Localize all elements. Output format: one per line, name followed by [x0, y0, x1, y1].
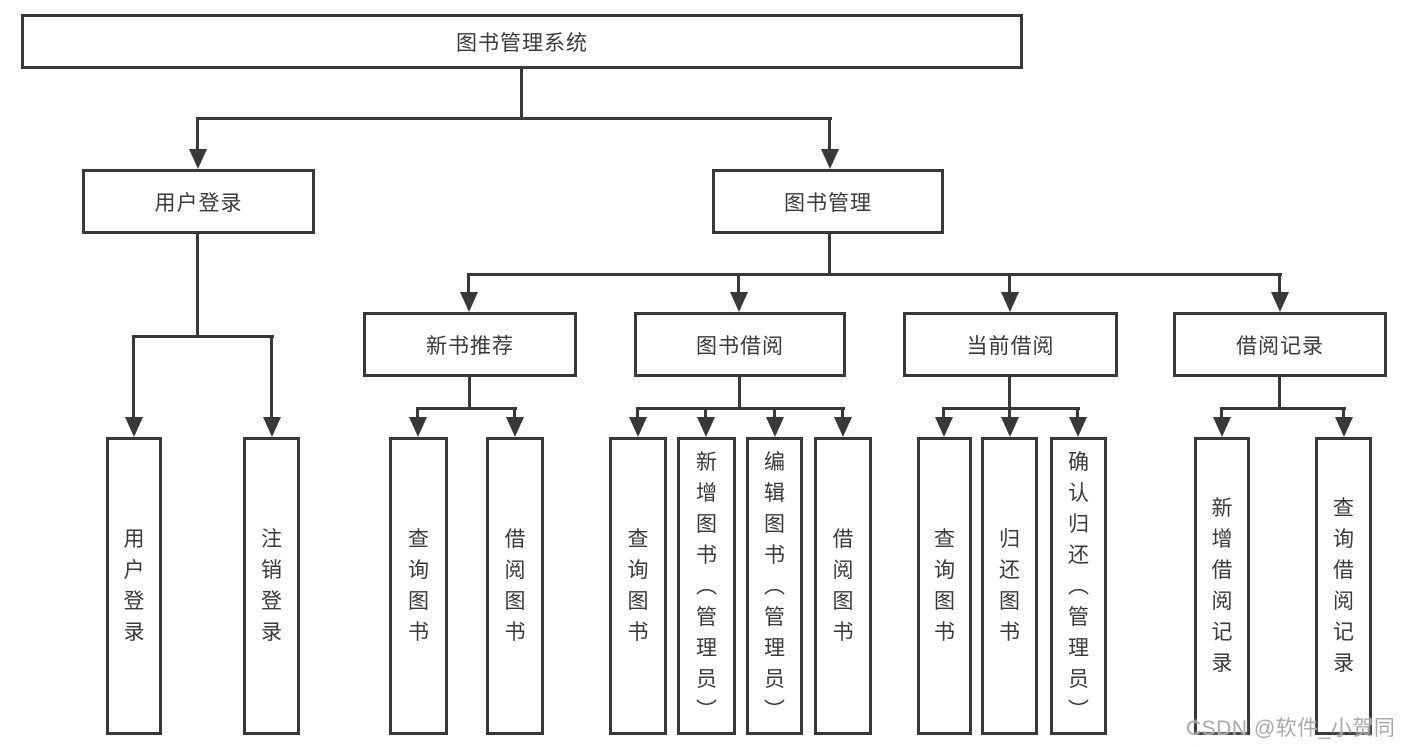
node-label: 图书管理系统: [456, 31, 588, 55]
leaf-edit-books-admin: 编 辑 图 书 ︵ 管 理 员 ︶: [746, 437, 803, 735]
connector-line: [737, 273, 740, 294]
leaf-label: 新 增 借 阅 记 录: [1211, 497, 1233, 675]
connector-arrow: [834, 417, 852, 437]
leaf-label: 查 询 图 书: [934, 528, 955, 644]
node-label: 借阅记录: [1236, 334, 1324, 358]
connector-line: [1342, 407, 1345, 419]
connector-line: [1278, 273, 1281, 294]
connector-arrow: [506, 417, 524, 437]
connector-line: [1221, 407, 1346, 410]
connector-line: [637, 407, 845, 410]
leaf-label: 借 阅 图 书: [504, 528, 526, 644]
leaf-label: 编 辑 图 书 ︵ 管 理 员 ︶: [764, 450, 785, 722]
connector-arrow: [1271, 292, 1289, 312]
connector-line: [467, 273, 470, 294]
connector-line: [1076, 407, 1079, 419]
leaf-logout: 注 销 登 录: [243, 437, 300, 735]
connector-line: [197, 117, 832, 120]
node-book-borrowing: 图书借阅: [634, 312, 846, 377]
connector-line: [738, 377, 741, 409]
node-book-management: 图书管理: [712, 169, 944, 234]
connector-arrow: [766, 417, 784, 437]
connector-line: [1220, 407, 1223, 419]
leaf-label: 查 询 图 书: [627, 528, 649, 644]
connector-arrow: [697, 417, 715, 437]
connector-arrow: [1001, 292, 1019, 312]
leaf-user-login: 用 户 登 录: [106, 437, 162, 735]
connector-arrow: [189, 149, 207, 169]
node-borrowing-records: 借阅记录: [1173, 312, 1387, 377]
connector-line: [841, 407, 844, 419]
node-label: 用户登录: [154, 191, 243, 215]
leaf-query-borrow-record: 查 询 借 阅 记 录: [1315, 437, 1372, 735]
connector-line: [1278, 377, 1281, 409]
connector-line: [636, 407, 639, 419]
connector-arrow: [263, 417, 281, 437]
connector-arrow: [460, 292, 478, 312]
connector-line: [1008, 407, 1011, 419]
connector-line: [416, 407, 419, 419]
connector-arrow: [1001, 417, 1019, 437]
connector-arrow: [730, 292, 748, 312]
connector-line: [513, 407, 516, 419]
connector-line: [520, 69, 523, 120]
csdn-watermark: CSDN @软件_小贺同学: [1186, 717, 1396, 740]
connector-arrow: [1335, 417, 1353, 437]
node-user-login: 用户登录: [82, 169, 315, 234]
connector-arrow: [125, 417, 143, 437]
node-label: 新书推荐: [426, 334, 514, 358]
connector-line: [196, 117, 199, 152]
connector-line: [270, 335, 273, 419]
leaf-add-borrow-record: 新 增 借 阅 记 录: [1194, 437, 1250, 735]
node-label: 图书管理: [784, 191, 872, 215]
connector-line: [196, 233, 199, 338]
connector-line: [468, 377, 471, 409]
connector-line: [773, 407, 776, 419]
connector-line: [828, 233, 831, 276]
connector-line: [704, 407, 707, 419]
connector-arrow: [1213, 417, 1231, 437]
node-current-borrowing: 当前借阅: [903, 312, 1118, 377]
leaf-return-books: 归 还 图 书: [981, 437, 1038, 735]
leaf-confirm-return-admin: 确 认 归 还 ︵ 管 理 员 ︶: [1050, 437, 1107, 735]
connector-arrow: [629, 417, 647, 437]
leaf-borrow-books-borrowing: 借 阅 图 书: [814, 437, 872, 735]
node-library-management-system: 图书管理系统: [21, 14, 1023, 69]
connector-line: [943, 407, 1080, 410]
connector-line: [1008, 273, 1011, 294]
node-new-book-recommend: 新书推荐: [363, 312, 577, 377]
connector-line: [133, 335, 274, 338]
leaf-query-books-recommend: 查 询 图 书: [389, 437, 448, 735]
connector-arrow: [935, 417, 953, 437]
leaf-query-books-current: 查 询 图 书: [917, 437, 972, 735]
leaf-label: 确 认 归 还 ︵ 管 理 员 ︶: [1068, 450, 1089, 722]
connector-line: [417, 407, 517, 410]
connector-arrow: [409, 417, 427, 437]
connector-line: [132, 335, 135, 419]
leaf-label: 查 询 借 阅 记 录: [1333, 497, 1354, 675]
leaf-label: 新 增 图 书 ︵ 管 理 员 ︶: [696, 450, 717, 722]
leaf-label: 用 户 登 录: [123, 528, 145, 644]
leaf-add-books-admin: 新 增 图 书 ︵ 管 理 员 ︶: [677, 437, 736, 735]
connector-line: [468, 273, 1282, 276]
connector-arrow: [1069, 417, 1087, 437]
leaf-query-books-borrowing: 查 询 图 书: [609, 437, 667, 735]
leaf-label: 查 询 图 书: [408, 528, 429, 644]
leaf-borrow-books-recommend: 借 阅 图 书: [486, 437, 544, 735]
node-label: 图书借阅: [696, 334, 784, 358]
connector-line: [942, 407, 945, 419]
connector-line: [1008, 377, 1011, 409]
leaf-label: 借 阅 图 书: [832, 528, 854, 644]
node-label: 当前借阅: [966, 334, 1055, 358]
connector-arrow: [821, 149, 839, 169]
leaf-label: 注 销 登 录: [261, 528, 282, 644]
leaf-label: 归 还 图 书: [999, 528, 1020, 644]
connector-line: [828, 117, 831, 152]
